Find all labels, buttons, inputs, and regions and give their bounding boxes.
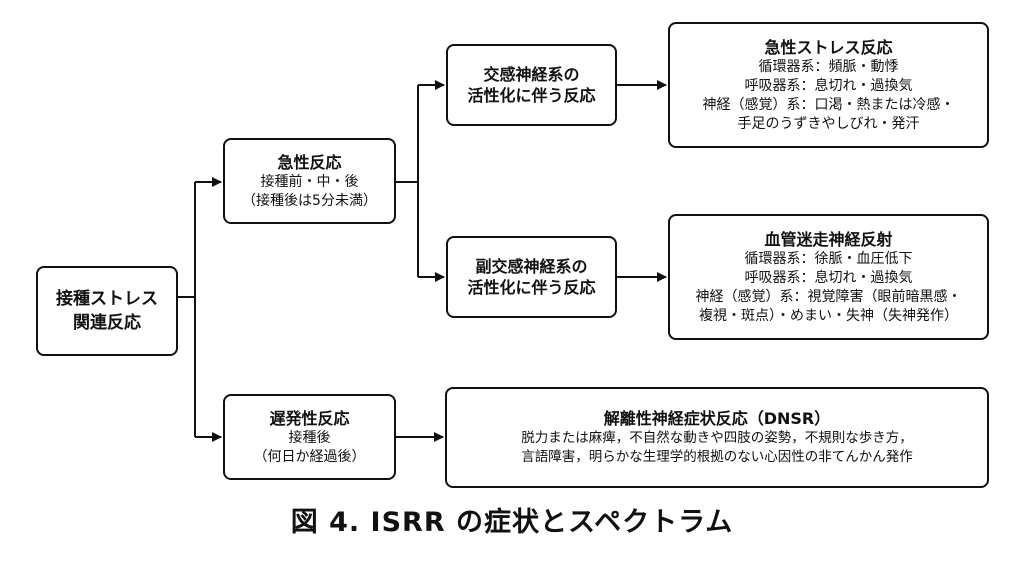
dnsr-line-2: 言語障害，明らかな生理学的根拠のない心因性の非てんかん発作 — [521, 449, 913, 465]
acute-stress-line-3: 神経（感覚）系：口渇・熱または冷感・ — [702, 96, 955, 113]
root-trunk-line — [178, 182, 196, 437]
dnsr-line-1: 脱力または麻痺，不自然な動きや四肢の姿勢，不規則な歩き方， — [521, 430, 913, 446]
sympathetic-line-1: 交感神経系の — [483, 65, 580, 84]
delayed-reaction-node: 遅発性反応 接種後 （何日か経過後） — [223, 394, 396, 480]
root-node: 接種ストレス 関連反応 — [36, 266, 178, 356]
acute-stress-node: 急性ストレス反応 循環器系：頻脈・動悸 呼吸器系：息切れ・過換気 神経（感覚）系… — [668, 22, 989, 148]
root-line-1: 接種ストレス — [56, 289, 158, 309]
vasovagal-line-3: 神経（感覚）系：視覚障害（眼前暗黒感・ — [695, 288, 962, 305]
vasovagal-line-1: 循環器系：徐脈・血圧低下 — [744, 250, 913, 267]
vasovagal-title: 血管迷走神経反射 — [764, 229, 893, 249]
acute-reaction-line-2: （接種後は5分未満） — [242, 192, 377, 209]
vasovagal-node: 血管迷走神経反射 循環器系：徐脈・血圧低下 呼吸器系：息切れ・過換気 神経（感覚… — [668, 214, 989, 340]
acute-reaction-node: 急性反応 接種前・中・後 （接種後は5分未満） — [223, 138, 396, 224]
acute-stress-line-4: 手足のうずきやしびれ・発汗 — [737, 115, 920, 132]
parasympathetic-line-2: 活性化に伴う反応 — [467, 278, 596, 297]
acute-reaction-title: 急性反応 — [277, 152, 342, 172]
parasympathetic-node: 副交感神経系の 活性化に伴う反応 — [446, 236, 617, 318]
acute-stress-line-1: 循環器系：頻脈・動悸 — [758, 58, 899, 75]
delayed-reaction-line-2: （何日か経過後） — [253, 448, 366, 465]
root-line-2: 関連反応 — [73, 313, 141, 333]
acute-reaction-line-1: 接種前・中・後 — [260, 173, 359, 190]
acute-stress-title: 急性ストレス反応 — [764, 37, 893, 57]
sympathetic-line-2: 活性化に伴う反応 — [467, 86, 596, 105]
parasympathetic-line-1: 副交感神経系の — [475, 257, 588, 276]
sympathetic-node: 交感神経系の 活性化に伴う反応 — [446, 44, 617, 126]
delayed-reaction-line-1: 接種後 — [288, 429, 331, 446]
delayed-reaction-title: 遅発性反応 — [269, 408, 350, 428]
dnsr-node: 解離性神経症状反応（DNSR） 脱力または麻痺，不自然な動きや四肢の姿勢，不規則… — [445, 387, 989, 488]
vasovagal-line-4: 複視・斑点）・めまい・失神（失神発作） — [699, 307, 958, 324]
dnsr-title: 解離性神経症状反応（DNSR） — [603, 409, 831, 428]
figure-caption: 図 4. ISRR の症状とスペクトラム — [290, 507, 734, 538]
vasovagal-line-2: 呼吸器系：息切れ・過換気 — [744, 269, 913, 286]
acute-stress-line-2: 呼吸器系：息切れ・過換気 — [744, 77, 913, 94]
acute-branch-line — [396, 85, 419, 277]
